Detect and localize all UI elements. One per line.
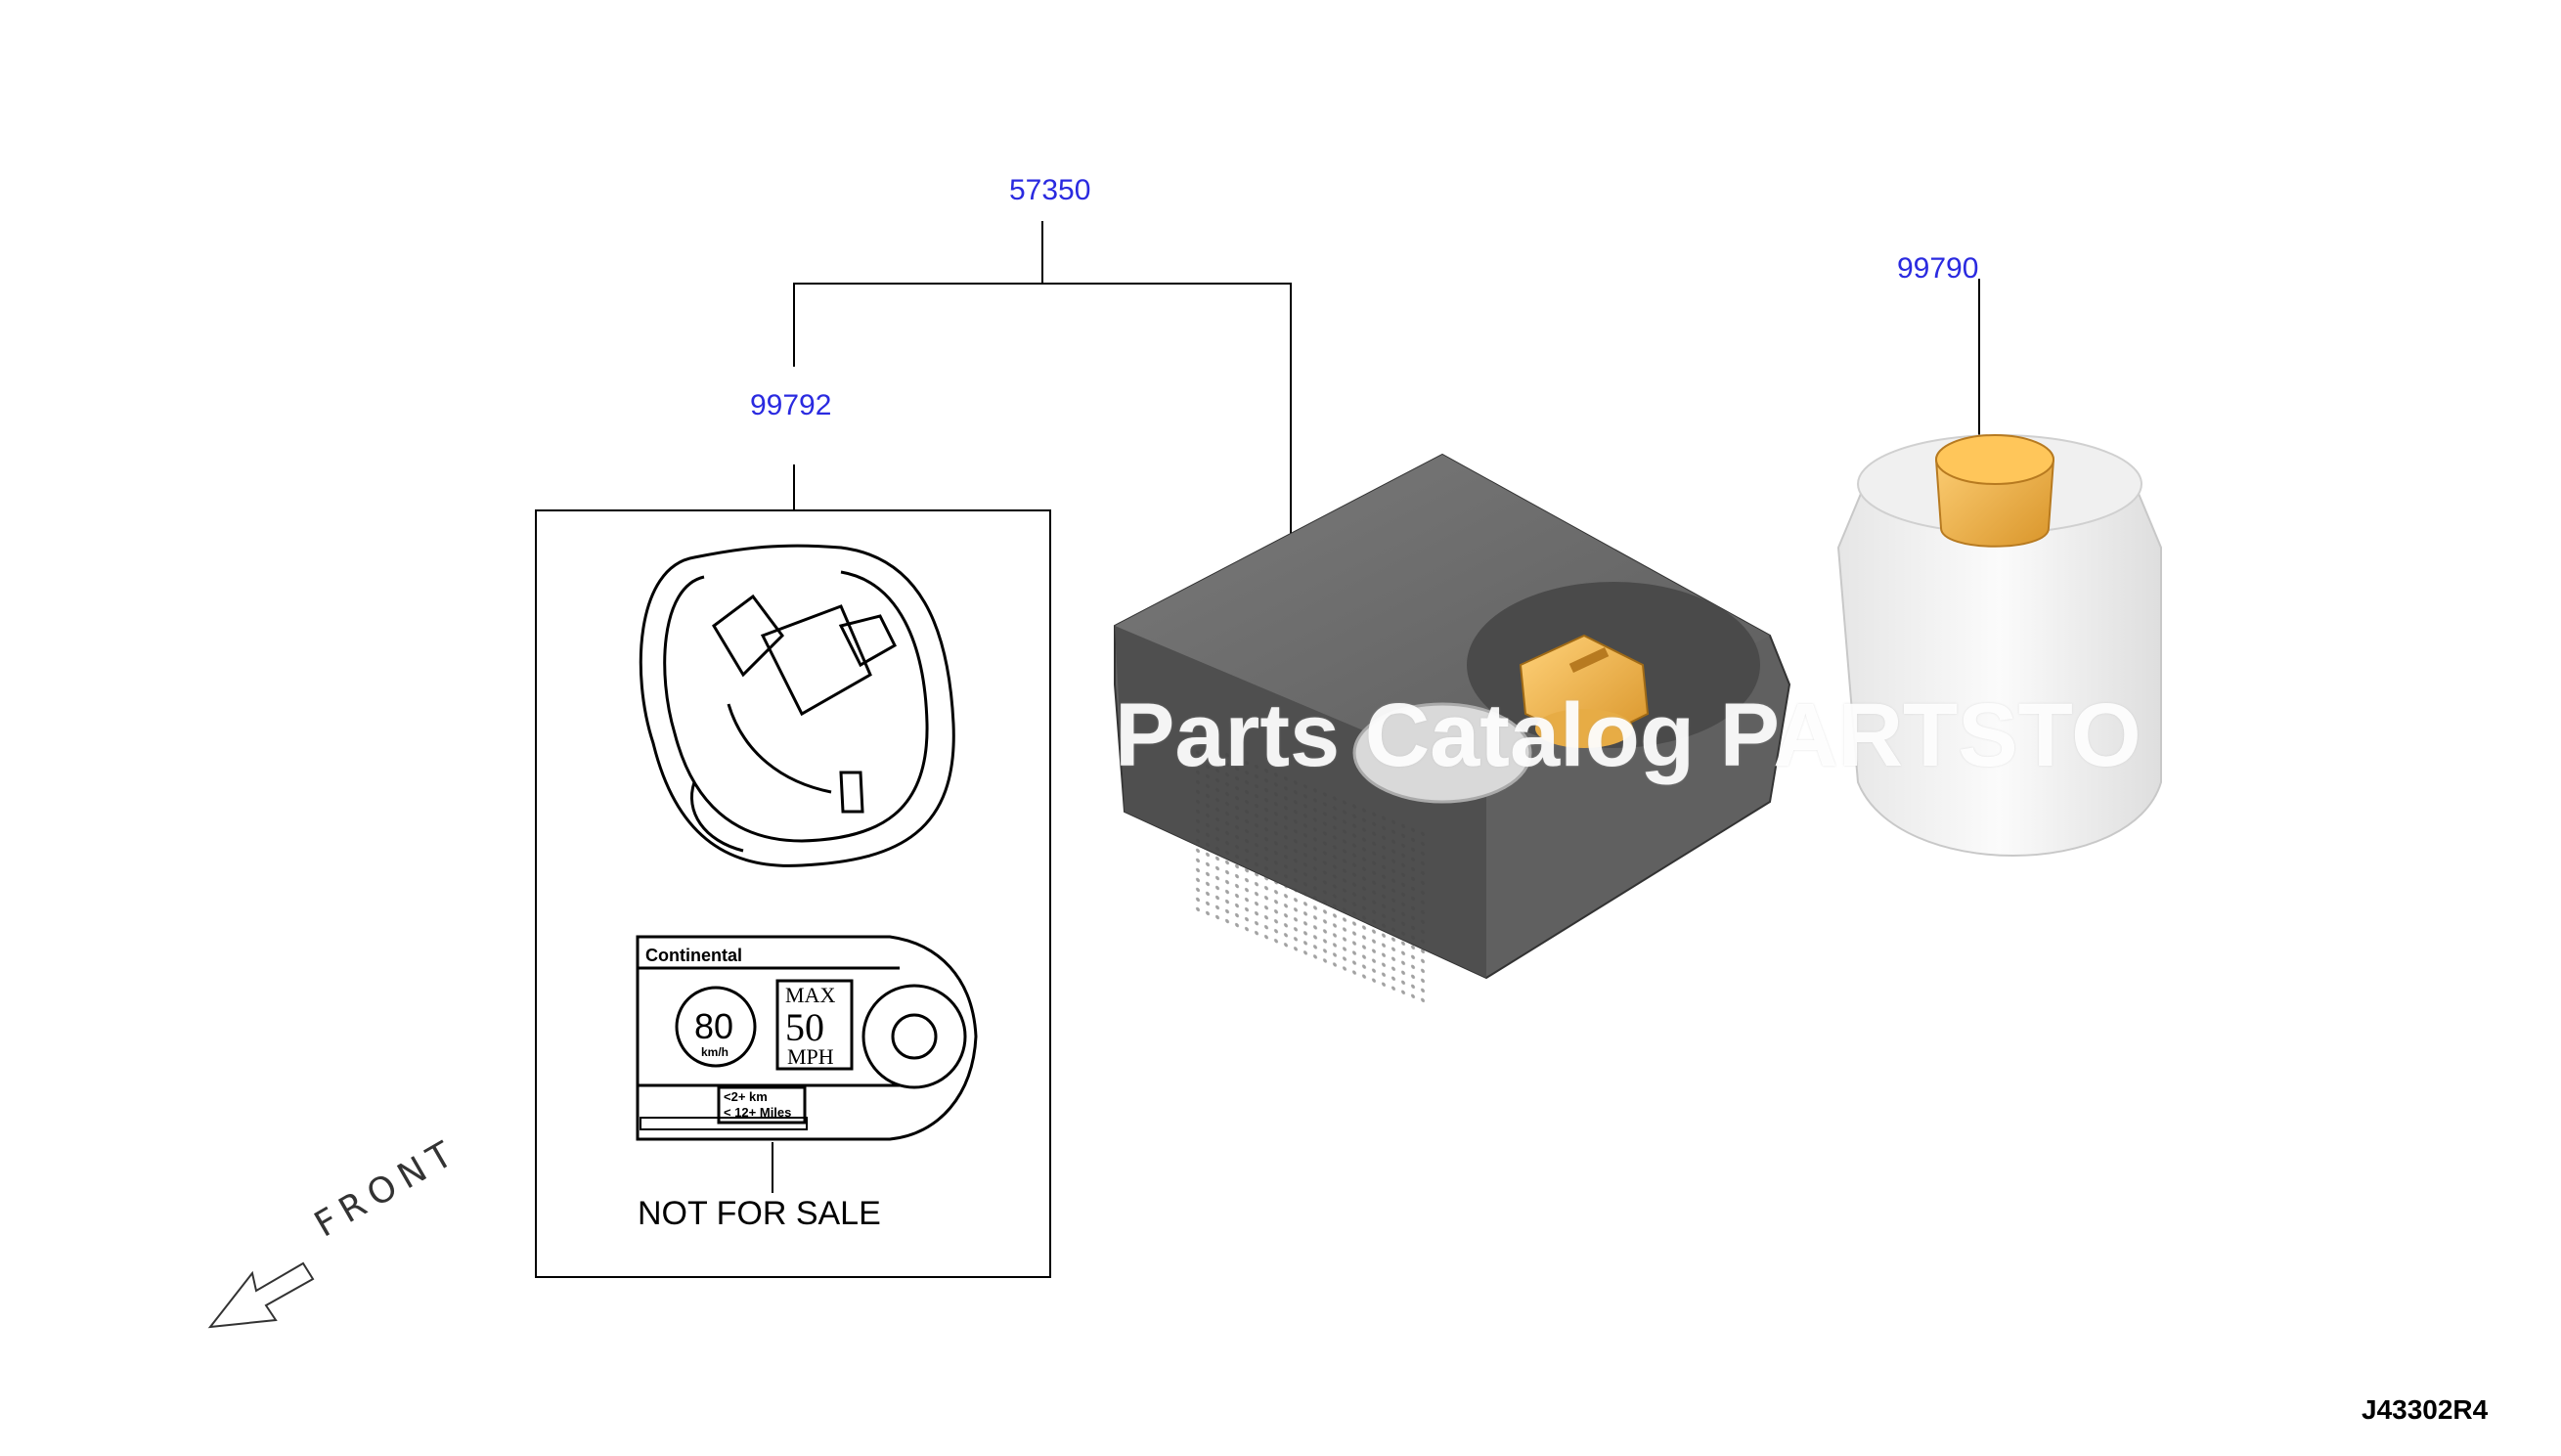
leader-lines bbox=[772, 221, 1980, 1193]
hose-drawing bbox=[639, 544, 955, 867]
part-label-57350[interactable]: 57350 bbox=[1009, 174, 1091, 206]
card-distance-km: <2+ km bbox=[724, 1089, 768, 1104]
card-distance-miles: < 12+ Miles bbox=[724, 1105, 791, 1120]
sealant-bottle bbox=[1836, 434, 2162, 857]
compressor-kit bbox=[1114, 453, 1791, 1007]
card-kmh-unit: km/h bbox=[701, 1045, 729, 1059]
card-brand: Continental bbox=[645, 946, 742, 965]
card-speed-kmh: 80 bbox=[694, 1006, 733, 1046]
not-for-sale-label: NOT FOR SALE bbox=[638, 1195, 881, 1232]
instruction-card bbox=[636, 935, 978, 1141]
card-mph-unit: MPH bbox=[787, 1044, 834, 1069]
part-label-99790[interactable]: 99790 bbox=[1897, 252, 1979, 285]
diagram-code: J43302R4 bbox=[2362, 1394, 2489, 1425]
part-label-99792[interactable]: 99792 bbox=[750, 389, 832, 421]
front-arrow-icon bbox=[207, 1261, 315, 1329]
manual-frame bbox=[535, 509, 1051, 1278]
card-max: MAX bbox=[785, 983, 835, 1007]
watermark: Parts Catalog PARTSTO bbox=[1115, 685, 2142, 785]
card-speed-mph: 50 bbox=[785, 1005, 824, 1049]
